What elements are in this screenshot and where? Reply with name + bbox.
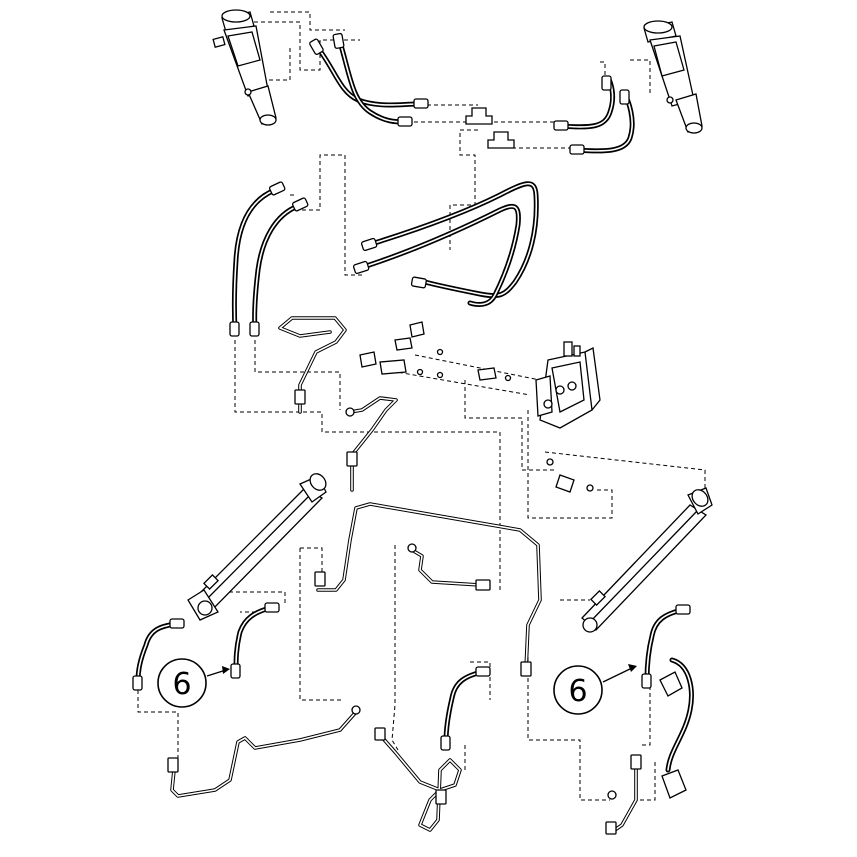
hose-top-left-lower <box>332 32 413 127</box>
callout-6-left: 6 <box>157 658 230 708</box>
tube-lower-center-short <box>407 543 491 591</box>
hose-left-curved-inner <box>249 197 309 337</box>
cylinder-top-right <box>643 20 703 134</box>
dashed-leader-lines <box>137 11 706 801</box>
hose-bottom-left-outer <box>132 618 185 691</box>
cylinder-top-left <box>212 9 277 126</box>
callout-6-right: 6 <box>553 664 637 715</box>
tube-middle-center-bent <box>345 396 398 492</box>
cylinder-bottom-right <box>581 487 713 633</box>
tube-bottom-right-vertical <box>605 754 642 835</box>
callout-label: 6 <box>172 667 191 702</box>
hose-long-loop-upper <box>360 181 539 299</box>
callout-circle <box>553 665 603 715</box>
hose-long-loop-lower <box>352 203 521 307</box>
hose-left-curved-outer <box>229 181 286 337</box>
hose-bottom-center <box>440 666 491 751</box>
hose-bottom-left-inner <box>230 602 280 679</box>
callout-circle <box>157 658 207 708</box>
control-valve-block <box>535 341 601 429</box>
tee-fittings-top <box>465 107 515 149</box>
hose-bottom-right-short <box>641 604 691 689</box>
hose-top-right-lower <box>569 89 635 155</box>
cylinder-bottom-left <box>187 473 327 621</box>
fittings-center-row <box>359 321 512 382</box>
fitting-valve-lower <box>546 458 594 493</box>
callout-arrowhead <box>628 664 637 672</box>
tube-middle-left-bent <box>278 316 347 414</box>
callout-arrowhead <box>222 666 230 674</box>
hose-bottom-right-long <box>659 657 694 799</box>
callout-leader <box>602 667 633 683</box>
tube-bottom-left-long <box>167 705 361 798</box>
hose-top-right-upper <box>553 75 616 131</box>
hose-top-left-upper <box>309 38 429 109</box>
tube-bottom-center-bent <box>374 727 462 832</box>
callout-label: 6 <box>568 674 587 709</box>
tube-lower-long-loop <box>314 502 542 677</box>
